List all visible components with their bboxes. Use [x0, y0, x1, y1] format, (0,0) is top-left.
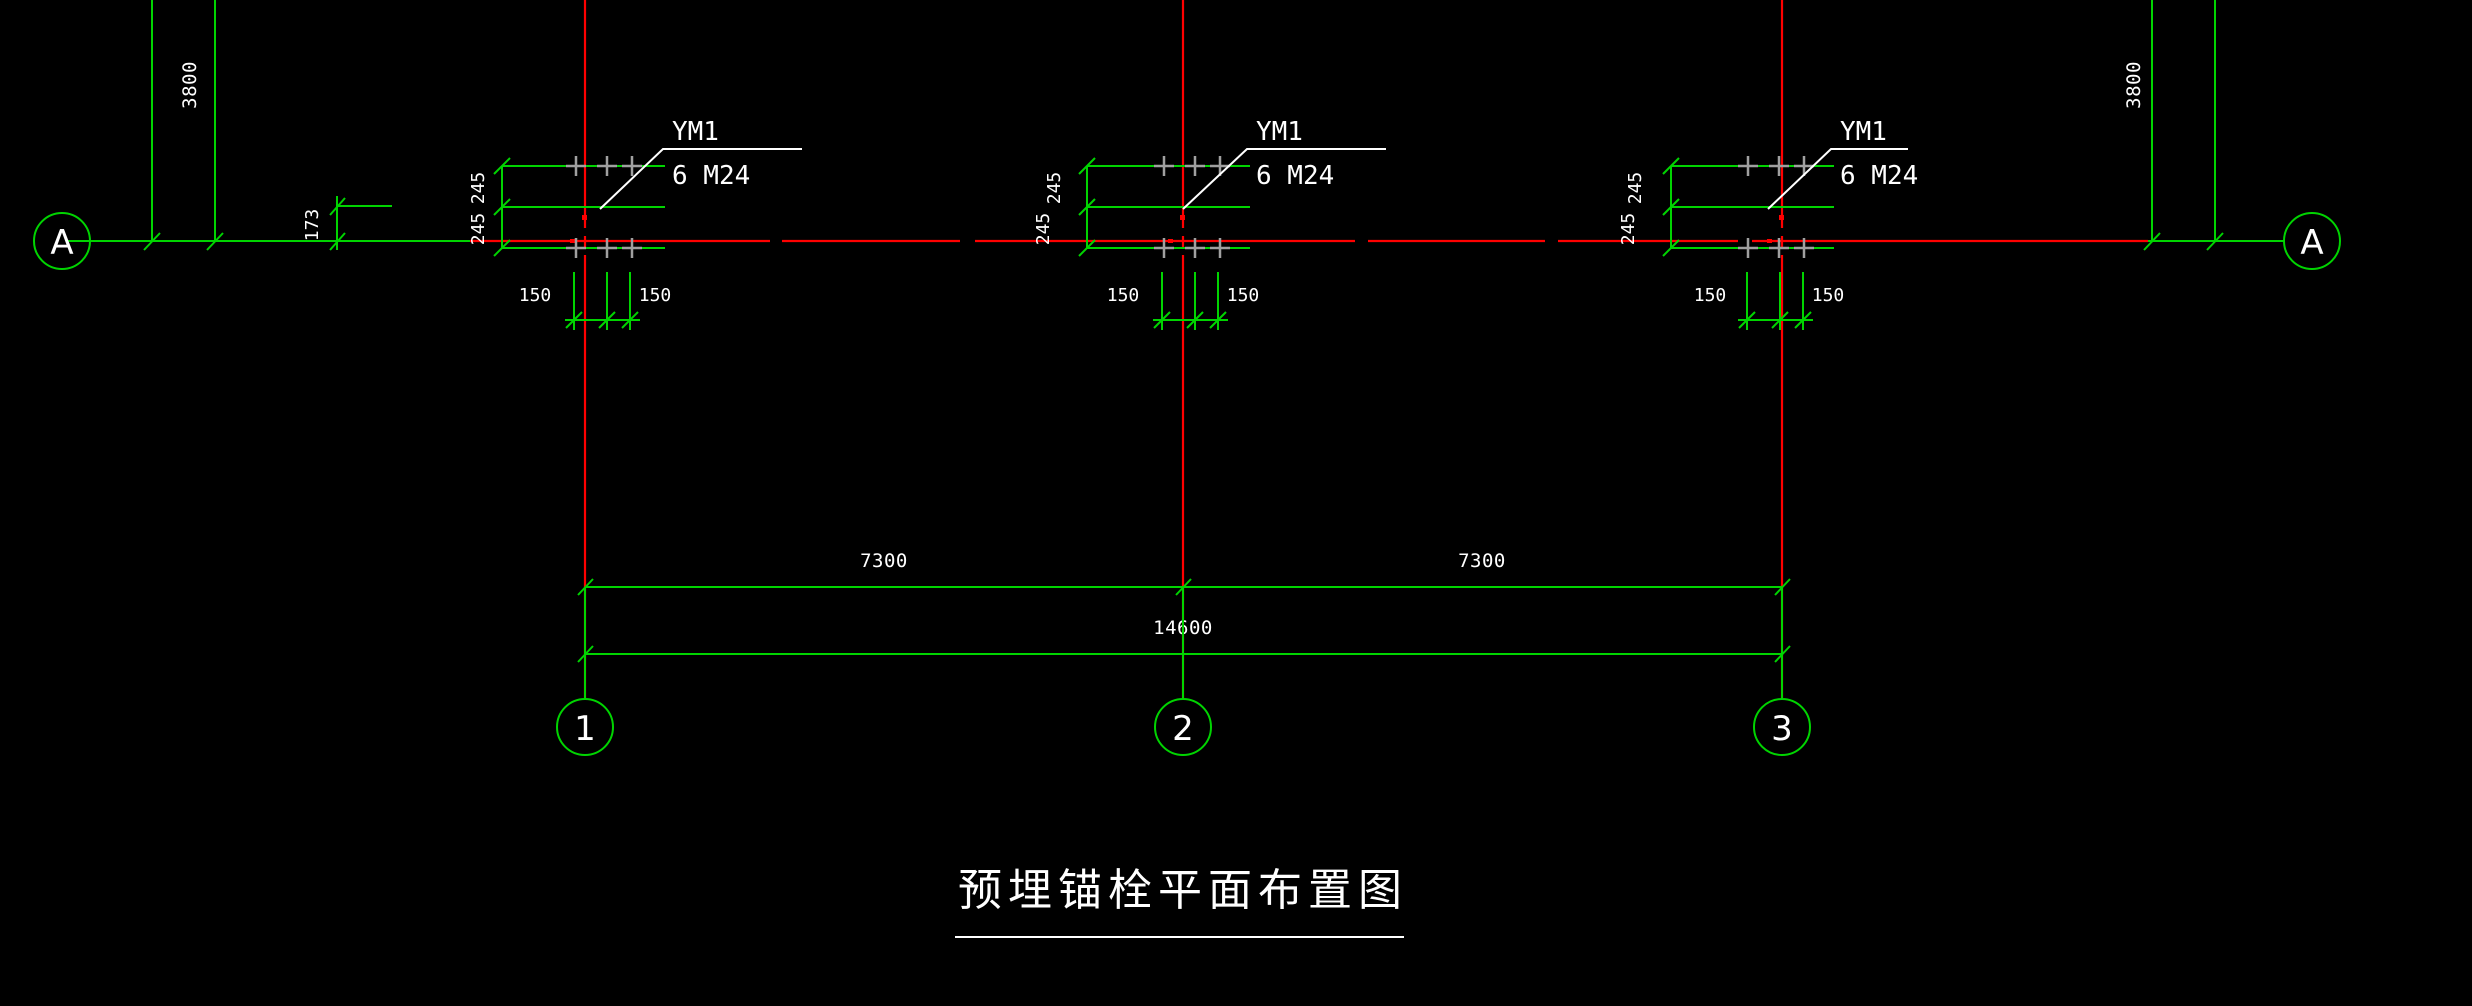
dim-col2-150-left: 150 — [1107, 285, 1140, 306]
grid-bubble-3-label: 3 — [1771, 709, 1793, 749]
leader-label-col1: YM1 — [672, 117, 719, 147]
leader-line-col1 — [599, 148, 802, 210]
grid-bubble-a-right[interactable]: A — [2283, 212, 2341, 270]
grid-bubble-1-label: 1 — [574, 709, 596, 749]
grid-bubble-2[interactable]: 2 — [1154, 698, 1212, 756]
wall-lines-left — [151, 0, 216, 241]
dim-col1-245-lower: 245 — [468, 213, 489, 246]
leader-line-col3 — [1767, 148, 1908, 210]
wall-lines-right — [2151, 0, 2216, 241]
dim-col3-150-right: 150 — [1812, 285, 1845, 306]
dim-bay-1-7300: 7300 — [860, 550, 908, 572]
leader-label-col3: YM1 — [1840, 117, 1887, 147]
dim-col3-150-left: 150 — [1694, 285, 1727, 306]
grid-bubble-3[interactable]: 3 — [1753, 698, 1811, 756]
grid-bubble-2-label: 2 — [1172, 709, 1194, 749]
dim-left-173: 173 — [302, 209, 323, 242]
dim-col1-245-upper: 245 — [468, 172, 489, 205]
dim-col2-245-lower: 245 — [1033, 213, 1054, 246]
dim-bay-2-7300: 7300 — [1458, 550, 1506, 572]
grid-bubble-a-left[interactable]: A — [33, 212, 91, 270]
dim-173-group — [329, 196, 392, 251]
grid-bubble-a-right-label: A — [2300, 223, 2323, 263]
grid-bubble-stems — [584, 587, 1783, 699]
dim-ticks-walls — [143, 232, 2224, 251]
anchor-bolts-col1 — [566, 156, 642, 258]
dim-col3-245-lower: 245 — [1618, 213, 1639, 246]
column-detail-3: 245 245 150 150 YM1 6 M24 — [1618, 0, 1918, 700]
dim-col2-245-upper: 245 — [1044, 172, 1065, 205]
grid-bubble-1[interactable]: 1 — [556, 698, 614, 756]
dim-left-3800: 3800 — [179, 61, 201, 109]
column-detail-1: 245 245 150 150 YM1 6 M24 — [468, 0, 802, 700]
dim-col3-245-upper: 245 — [1625, 172, 1646, 205]
column-detail-2: 245 245 150 150 YM1 6 M24 — [1033, 0, 1386, 700]
dim-col2-150-right: 150 — [1227, 285, 1260, 306]
dim-col1-150-left: 150 — [519, 285, 552, 306]
leader-sublabel-col2: 6 M24 — [1256, 161, 1334, 191]
leader-line-col2 — [1182, 148, 1386, 210]
drawing-title: 预埋锚栓平面布置图 — [958, 865, 1408, 916]
leader-sublabel-col1: 6 M24 — [672, 161, 750, 191]
anchor-bolts-col2 — [1154, 156, 1230, 258]
leader-sublabel-col3: 6 M24 — [1840, 161, 1918, 191]
grid-bubble-a-left-label: A — [50, 223, 73, 263]
leader-label-col2: YM1 — [1256, 117, 1303, 147]
dim-col1-150-right: 150 — [639, 285, 672, 306]
anchor-bolts-col3 — [1738, 156, 1814, 258]
dim-right-3800: 3800 — [2123, 61, 2145, 109]
